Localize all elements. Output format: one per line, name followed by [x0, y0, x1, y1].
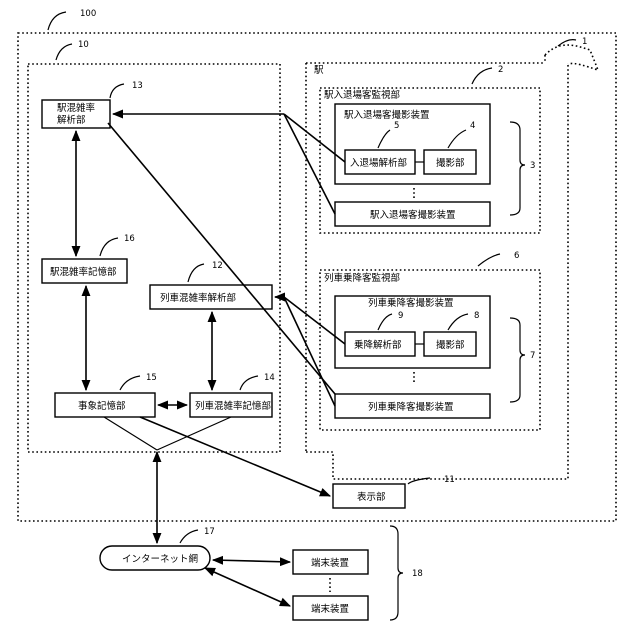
ref-11: 11 — [444, 475, 455, 485]
station-frame-tab — [545, 45, 598, 70]
entry-monitor-title: 駅入退場客監視部 — [324, 89, 400, 101]
ref-3: 3 — [530, 161, 535, 171]
ref-18: 18 — [412, 569, 423, 579]
terminal-2-label: 端末装置 — [311, 603, 349, 615]
ref-12: 12 — [212, 261, 223, 271]
internet-label: インターネット網 — [122, 553, 198, 565]
terminal-1-label: 端末装置 — [311, 557, 349, 569]
ref-7: 7 — [530, 351, 535, 361]
ref-9: 9 — [398, 311, 403, 321]
station-storage-label: 駅混雑率記憶部 — [50, 266, 117, 278]
entry-imaging-label: 撮影部 — [436, 157, 465, 169]
entry-camera-device-bottom-label: 駅入退場客撮影装置 — [370, 209, 456, 221]
station-title: 駅 — [314, 65, 324, 76]
display-label: 表示部 — [357, 491, 386, 503]
train-analysis-label: 列車混雑率解析部 — [160, 292, 236, 304]
arrow-to-display — [140, 417, 330, 496]
ref-5: 5 — [394, 121, 399, 131]
ref-17: 17 — [204, 527, 215, 537]
ref-2: 2 — [498, 65, 503, 75]
event-storage-label: 事象記憶部 — [78, 400, 126, 412]
station-analysis-line1: 駅混雑率 — [57, 102, 96, 114]
boarding-imaging-label: 撮影部 — [436, 339, 465, 351]
ref-1: 1 — [582, 37, 587, 47]
ref-6: 6 — [514, 251, 519, 261]
station-analysis-line2: 解析部 — [57, 114, 86, 126]
ref-8: 8 — [474, 311, 479, 321]
entry-camera-device-title: 駅入退場客撮影装置 — [344, 109, 430, 121]
diagonal-station-analysis — [108, 123, 335, 394]
ref-4: 4 — [470, 121, 475, 131]
ref-10: 10 — [78, 40, 89, 50]
ref-13: 13 — [132, 81, 143, 91]
ref-15: 15 — [146, 373, 157, 383]
boarding-monitor-title: 列車乗降客監視部 — [324, 272, 400, 284]
entry-analysis-label: 入退場解析部 — [350, 157, 407, 169]
boarding-analysis-label: 乗降解析部 — [354, 339, 402, 351]
arrow-internet-terminal-2 — [205, 568, 290, 606]
arrow-internet-terminal-1 — [213, 560, 290, 562]
ref-16: 16 — [124, 234, 135, 244]
train-storage-label: 列車混雑率記憶部 — [195, 400, 271, 412]
boarding-camera-device-title: 列車乗降客撮影装置 — [368, 297, 454, 309]
ref-14: 14 — [264, 373, 275, 383]
ref-100: 100 — [80, 9, 96, 19]
boarding-camera-device-bottom-label: 列車乗降客撮影装置 — [368, 401, 454, 413]
